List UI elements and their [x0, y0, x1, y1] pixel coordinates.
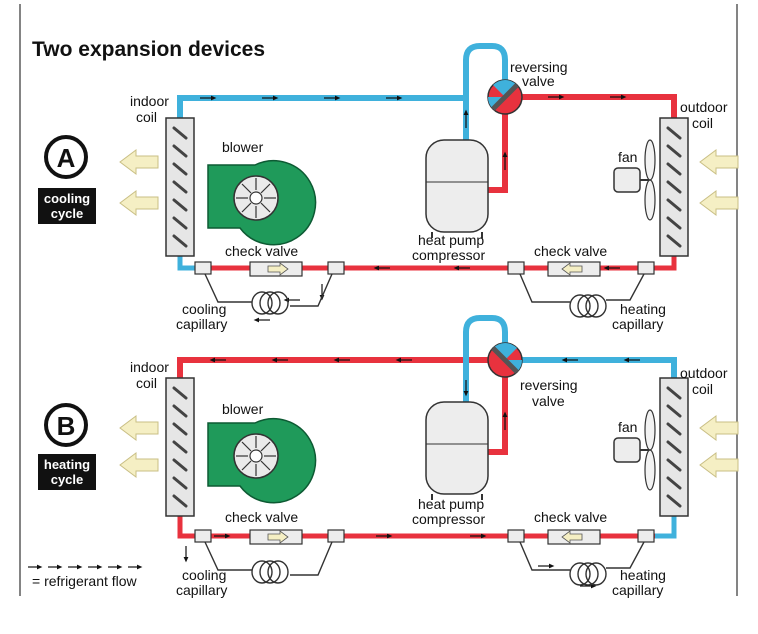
blower-label-a: blower — [222, 139, 264, 155]
heating-capillary-label-a-2: capillary — [612, 316, 663, 332]
legend-text: = refrigerant flow — [32, 573, 138, 589]
heat-pump-label-b-1: heat pump — [418, 496, 484, 512]
accumulator-loop-a — [463, 43, 508, 98]
check-valve-indoor-a — [249, 261, 303, 277]
cooling-cycle-badge — [38, 188, 96, 224]
accumulator-loop-b — [463, 315, 508, 360]
fan-a — [613, 139, 656, 221]
indoor-coil-label-b-2: coil — [136, 375, 157, 391]
liquid-line-b-cold — [655, 516, 677, 539]
air-arrows-b — [119, 415, 739, 478]
panel-a-letter: A — [57, 143, 76, 173]
discharge-line-a — [520, 94, 677, 125]
heat-pump-label-a-1: heat pump — [418, 232, 484, 248]
cooling-capillary-a — [204, 273, 333, 315]
cooling-capillary-label-b-1: cooling — [182, 567, 226, 583]
reversing-valve-b — [487, 342, 523, 378]
panel-b-letter: B — [57, 411, 76, 441]
flow-arrows-b — [183, 357, 640, 589]
check-valve-outdoor-b — [547, 529, 601, 545]
air-arrows-a — [119, 149, 739, 216]
check-valve-label-b-1: check valve — [225, 509, 298, 525]
compressor-b — [425, 401, 489, 500]
blower-b — [207, 417, 317, 504]
cooling-badge-line1: cooling — [44, 191, 90, 206]
panel-b-heating: B heating cycle indoor coil outdoor coil… — [38, 315, 739, 598]
outdoor-coil-label-b-1: outdoor — [680, 365, 728, 381]
compressor-a — [425, 139, 489, 238]
reversing-valve-a — [487, 79, 523, 115]
reversing-valve-label-a-1: reversing — [510, 59, 568, 75]
check-valve-outdoor-a — [547, 261, 601, 277]
heating-badge-line1: heating — [44, 457, 90, 472]
heating-badge-line2: cycle — [51, 472, 84, 487]
reversing-valve-label-b-2: valve — [532, 393, 565, 409]
compressor-discharge-a — [487, 112, 508, 193]
fan-b — [613, 409, 656, 491]
indoor-coil-label-a-2: coil — [136, 109, 157, 125]
cooling-badge-line2: cycle — [51, 206, 84, 221]
heating-capillary-b — [519, 541, 645, 586]
suction-line-b — [520, 357, 677, 378]
reversing-valve-label-a-2: valve — [522, 73, 555, 89]
blower-label-b: blower — [222, 401, 264, 417]
heating-capillary-label-b-1: heating — [620, 567, 666, 583]
heating-capillary-label-a-1: heating — [620, 301, 666, 317]
cooling-capillary-label-a-1: cooling — [182, 301, 226, 317]
compressor-discharge-b — [487, 376, 508, 455]
suction-line-a — [177, 95, 468, 125]
outdoor-coil-label-a-2: coil — [692, 115, 713, 131]
panel-a-cooling: A cooling cycle indoor coil outdoor coil… — [38, 43, 739, 332]
fan-label-a: fan — [618, 149, 637, 165]
cooling-capillary-label-a-2: capillary — [176, 316, 227, 332]
discharge-line-b — [177, 357, 488, 378]
blower-a — [207, 159, 317, 246]
cooling-capillary-b — [204, 541, 333, 584]
fittings-b — [194, 529, 655, 543]
heating-capillary-label-b-2: capillary — [612, 582, 663, 598]
diagram-title: Two expansion devices — [32, 38, 265, 61]
heating-cycle-badge — [38, 454, 96, 490]
indoor-coil-label-b-1: indoor — [130, 359, 169, 375]
outdoor-coil-label-b-2: coil — [692, 381, 713, 397]
check-valve-label-a-1: check valve — [225, 243, 298, 259]
reversing-valve-label-b-1: reversing — [520, 377, 578, 393]
check-valve-indoor-b — [249, 529, 303, 545]
legend: = refrigerant flow — [28, 564, 143, 589]
heat-pump-label-a-2: compressor — [412, 247, 485, 263]
flow-arrows-a — [200, 94, 627, 323]
outdoor-coil-label-a-1: outdoor — [680, 99, 728, 115]
fittings-a — [194, 261, 655, 275]
check-valve-label-b-2: check valve — [534, 509, 607, 525]
panel-a-circle — [44, 135, 88, 179]
check-valve-label-a-2: check valve — [534, 243, 607, 259]
fan-label-b: fan — [618, 419, 637, 435]
heat-pump-label-b-2: compressor — [412, 511, 485, 527]
cooling-capillary-label-b-2: capillary — [176, 582, 227, 598]
panel-b-circle — [44, 403, 88, 447]
heating-capillary-a — [519, 273, 645, 318]
indoor-coil-label-a-1: indoor — [130, 93, 169, 109]
